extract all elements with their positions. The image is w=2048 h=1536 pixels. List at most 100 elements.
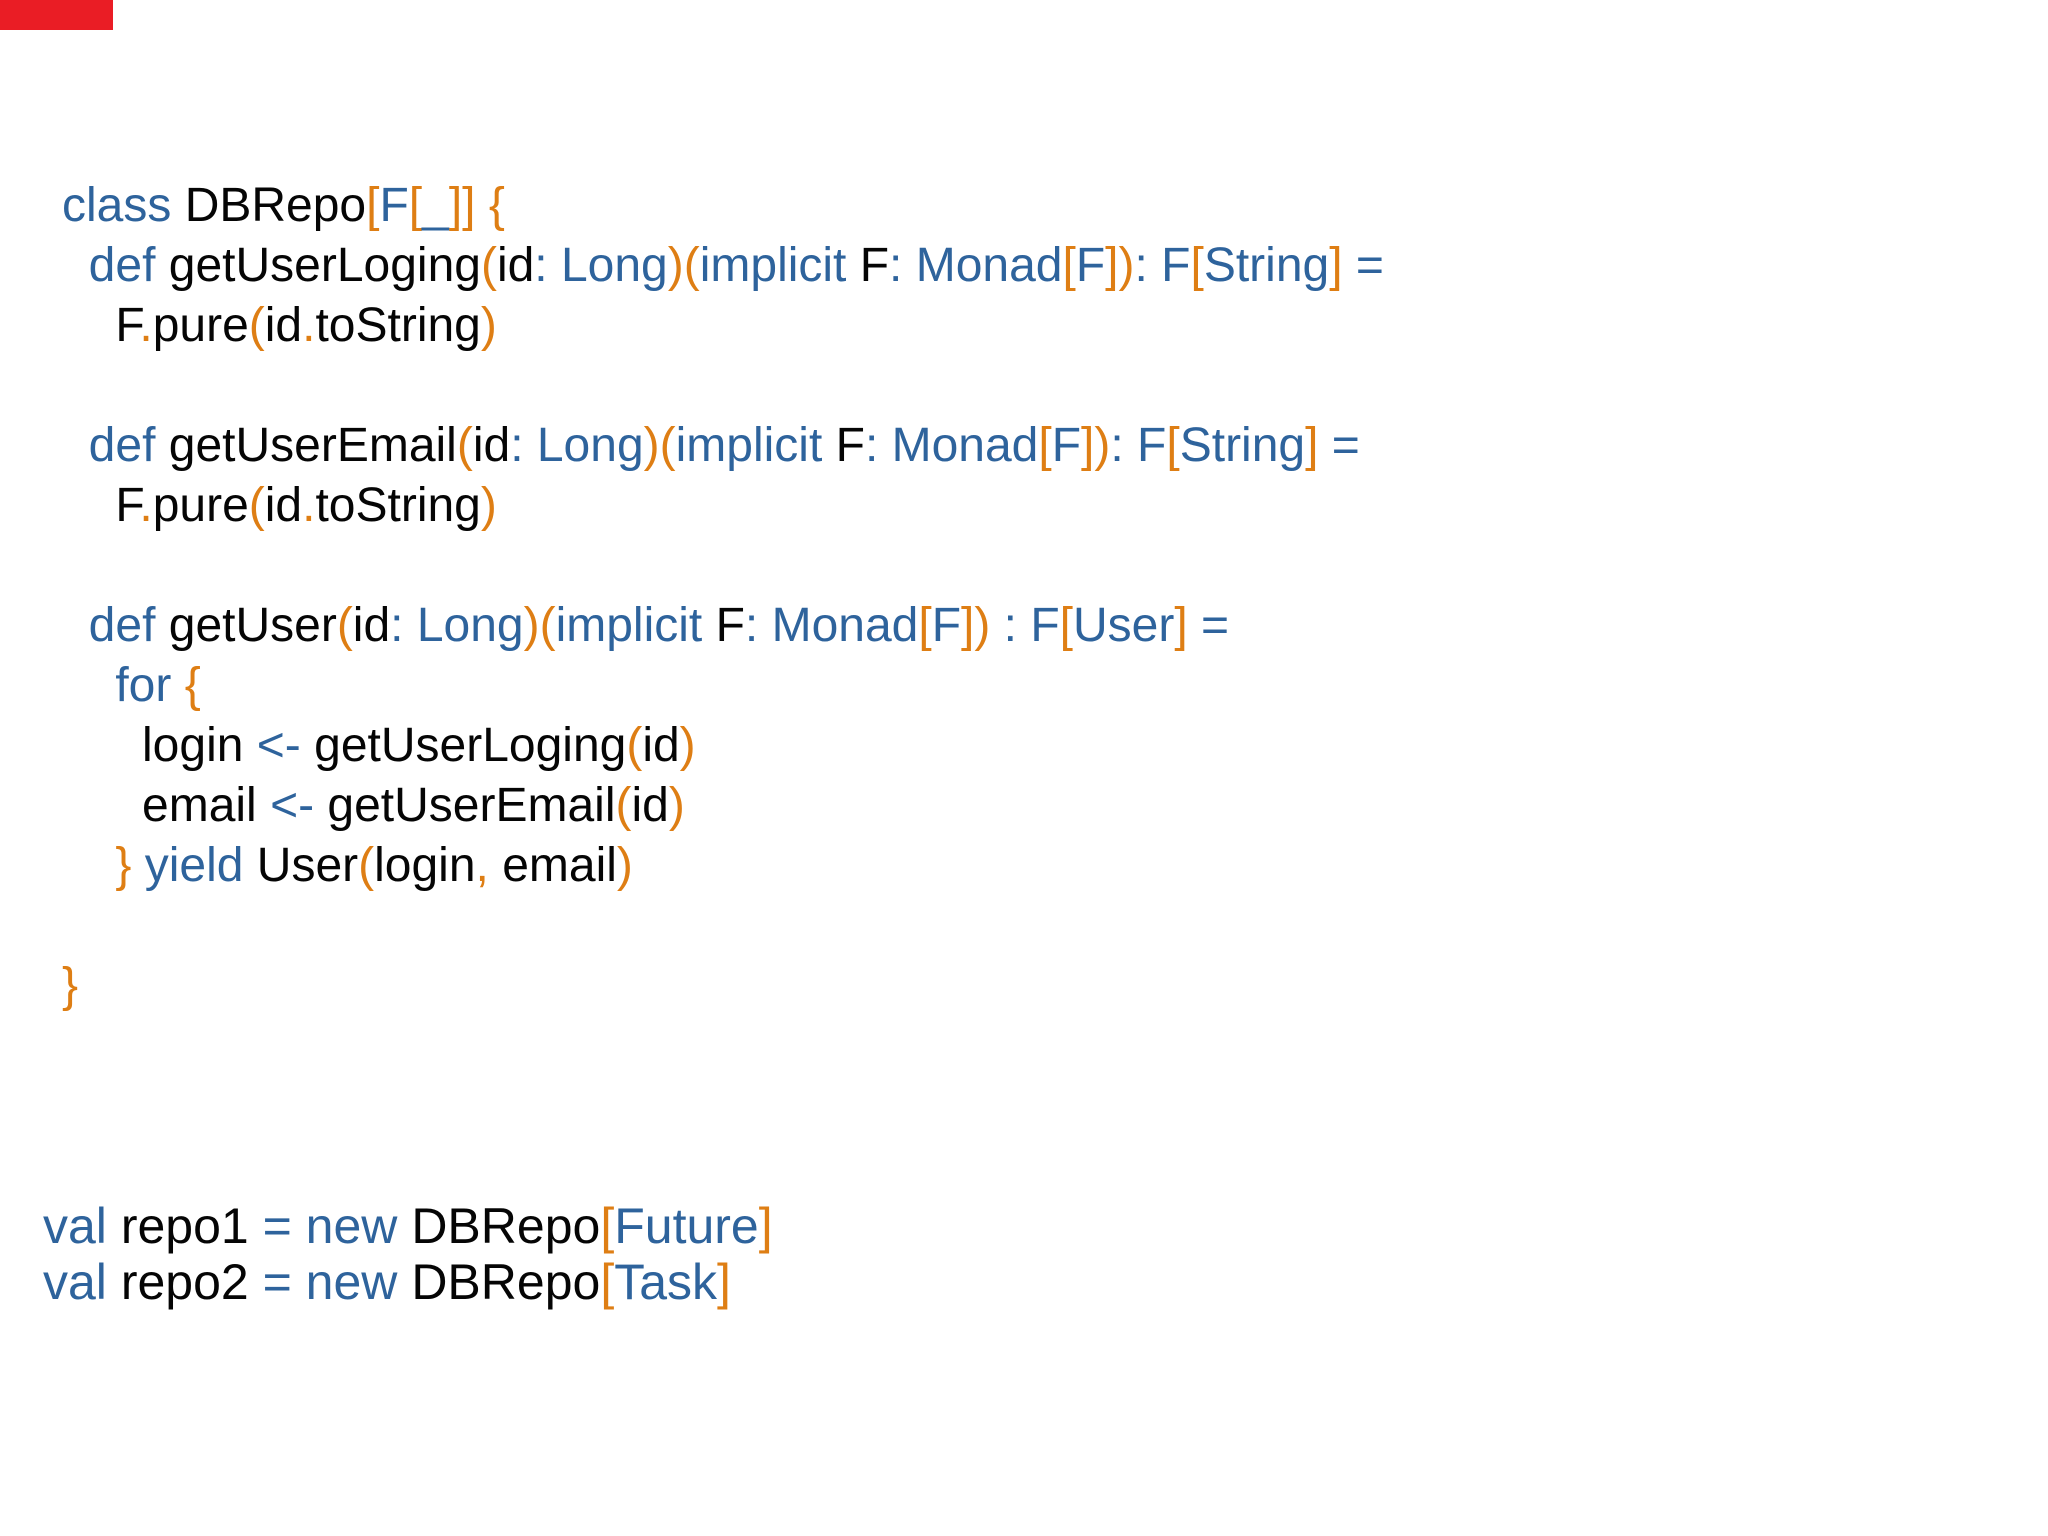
code-token: ) (480, 299, 497, 352)
red-corner-bar (0, 0, 113, 30)
code-line (62, 356, 1384, 416)
code-token: [ (918, 599, 932, 652)
code-token: = new (262, 1198, 398, 1254)
code-token: for (115, 659, 172, 712)
code-token (171, 659, 184, 712)
code-token: id (642, 719, 680, 772)
code-token: F (62, 299, 140, 352)
code-token: getUserLoging (300, 719, 627, 772)
code-token (62, 239, 89, 292)
code-token: : Monad (864, 419, 1039, 472)
code-token: pure (152, 479, 249, 532)
code-token: def (88, 599, 156, 652)
code-token: F (702, 599, 745, 652)
code-token: { (184, 659, 201, 712)
code-token: pure (152, 299, 249, 352)
code-line: for { (62, 656, 1384, 716)
code-token: : F (1110, 419, 1167, 472)
code-token: repo2 (106, 1254, 263, 1310)
code-token: ]) (1081, 419, 1111, 472)
code-token: [ (366, 179, 380, 232)
code-token: DBRepo (397, 1198, 601, 1254)
code-token: repo1 (106, 1198, 263, 1254)
code-token: User (1073, 599, 1175, 652)
code-token: email (488, 839, 617, 892)
code-token: . (302, 299, 316, 352)
code-token: [ (408, 179, 423, 232)
code-token: ( (358, 839, 375, 892)
code-token (1188, 599, 1201, 652)
code-token: = new (262, 1254, 398, 1310)
code-line: F.pure(id.toString) (62, 296, 1384, 356)
code-token: : Long (510, 419, 644, 472)
code-token: id (264, 299, 303, 352)
code-token: login (374, 839, 476, 892)
code-token: toString (315, 299, 481, 352)
code-token: ( (626, 719, 643, 772)
code-token: ) (616, 839, 633, 892)
code-token: : F (1134, 239, 1191, 292)
code-token: } (62, 959, 79, 1012)
code-line: } yield User(login, email) (62, 836, 1384, 896)
code-token: )( (667, 239, 700, 292)
code-token: : Monad (744, 599, 919, 652)
code-token: String (1179, 419, 1306, 472)
code-token: Task (614, 1254, 718, 1310)
code-token: , (475, 839, 489, 892)
code-token: F (931, 599, 962, 652)
code-token: = (1331, 419, 1360, 472)
code-token: [ (1059, 599, 1074, 652)
code-token: <- (270, 779, 315, 832)
code-token: [ (600, 1198, 615, 1254)
code-token: implicit (675, 419, 823, 472)
code-token: [ (1038, 419, 1052, 472)
code-token: F (822, 419, 865, 472)
code-token: def (88, 419, 156, 472)
code-token: getUserEmail (155, 419, 457, 472)
code-token: [ (1062, 239, 1076, 292)
code-line: F.pure(id.toString) (62, 476, 1384, 536)
code-token: ]) (1105, 239, 1135, 292)
code-token: <- (256, 719, 301, 772)
code-token: def (88, 239, 156, 292)
code-token: F (62, 479, 140, 532)
scala-class-code-block: class DBRepo[F[_]] { def getUserLoging(i… (62, 176, 1384, 1016)
code-token: id (352, 599, 391, 652)
code-token: _ (422, 179, 449, 232)
code-token: val (43, 1254, 107, 1310)
code-token: . (139, 299, 153, 352)
code-line: def getUser(id: Long)(implicit F: Monad[… (62, 596, 1384, 656)
code-token: ( (615, 779, 632, 832)
code-token: getUserEmail (314, 779, 616, 832)
code-token: class (62, 179, 172, 232)
code-token: ] (1329, 239, 1343, 292)
scala-val-code-block: val repo1 = new DBRepo[Future]val repo2 … (43, 1198, 773, 1310)
code-line: email <- getUserEmail(id) (62, 776, 1384, 836)
code-token: F (1051, 419, 1082, 472)
code-token: [ (1166, 419, 1180, 472)
code-token: val (43, 1198, 107, 1254)
code-token: : Long (390, 599, 524, 652)
code-line: val repo1 = new DBRepo[Future] (43, 1198, 773, 1254)
code-token: F (379, 179, 409, 232)
code-token (476, 179, 489, 232)
code-line: login <- getUserLoging(id) (62, 716, 1384, 776)
code-token: . (139, 479, 153, 532)
code-line: } (62, 956, 1384, 1016)
code-token: } (115, 839, 132, 892)
code-token: DBRepo (397, 1254, 601, 1310)
code-token: ] (758, 1198, 773, 1254)
code-token: User (243, 839, 359, 892)
code-token: toString (315, 479, 481, 532)
code-token: = (1201, 599, 1230, 652)
code-token: F (846, 239, 890, 292)
code-token: ]) (961, 599, 991, 652)
code-token: id (496, 239, 535, 292)
code-line (62, 536, 1384, 596)
code-token: ) (480, 479, 497, 532)
code-token: ( (336, 599, 353, 652)
code-line (62, 896, 1384, 956)
code-token: email (62, 779, 271, 832)
code-token: yield (144, 839, 244, 892)
code-token: ] (1174, 599, 1188, 652)
